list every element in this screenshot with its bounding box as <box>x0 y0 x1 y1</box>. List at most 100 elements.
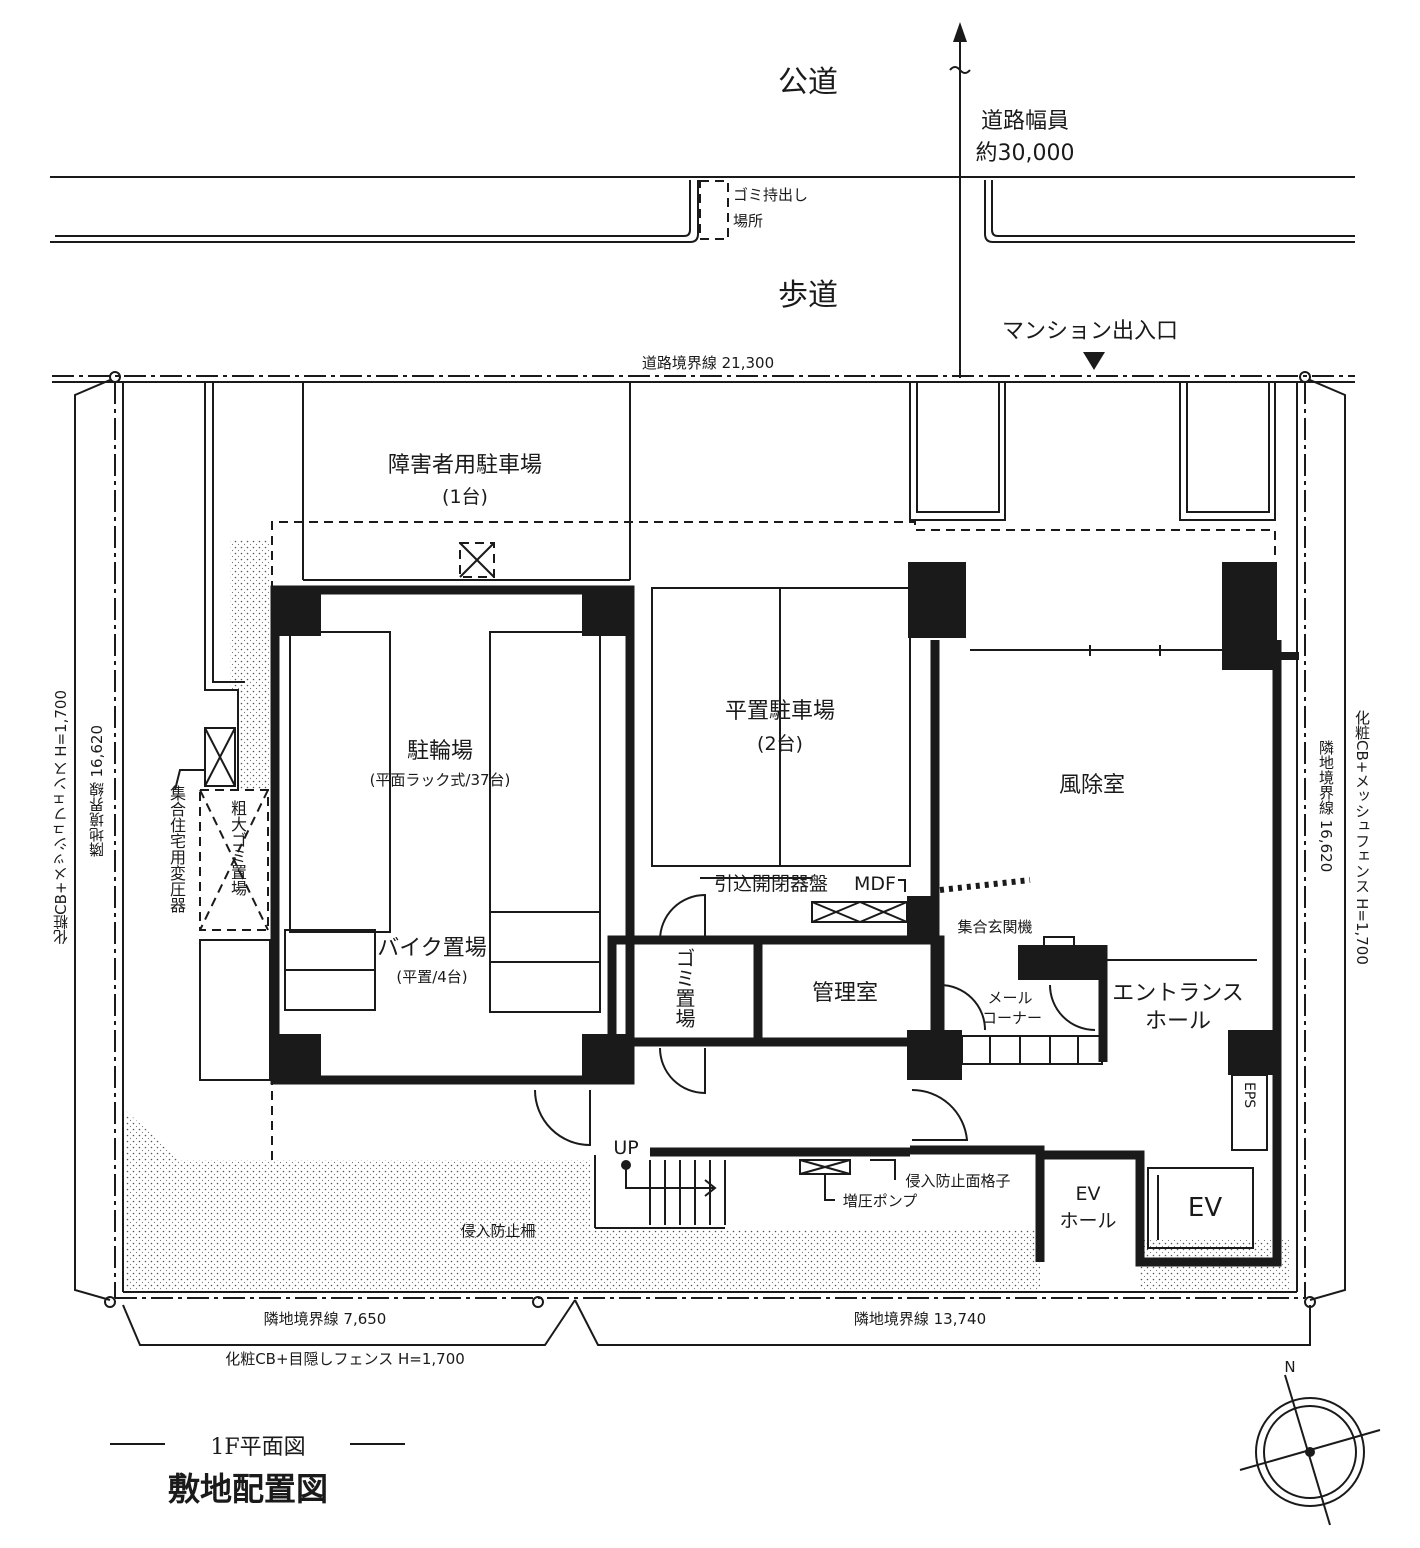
curb-left <box>50 180 699 243</box>
auto-door <box>939 877 1031 893</box>
windbreak-room-label: 風除室 <box>1059 773 1125 798</box>
ev-hall-label-1: EV <box>1075 1183 1100 1205</box>
transformer-box <box>204 727 236 787</box>
left-utility <box>174 727 271 1081</box>
booster-pump-label: 増圧ポンプ <box>843 1192 918 1210</box>
trash-label: ゴミ置場 <box>672 948 696 1028</box>
bulky-trash-box <box>199 789 269 931</box>
planting-bottom <box>125 1110 1040 1290</box>
bike-parking-label: バイク置場 <box>377 936 487 961</box>
bicycle-parking-detail: (平面ラック式/37台) <box>370 771 511 789</box>
bottom-fence-leader-left <box>122 1299 576 1346</box>
left-fence-label: 化粧CB+メッシュフェンス H=1,700 <box>52 690 70 945</box>
left-boundary-label: 隣地境界線 16,620 <box>88 725 106 858</box>
column-marker-cross <box>459 542 495 578</box>
bottom-right-boundary-label: 隣地境界線 13,740 <box>854 1310 986 1328</box>
stall-box <box>1179 381 1276 521</box>
compass-icon <box>1239 1374 1381 1526</box>
right-boundary-label: 隣地境界線 16,620 <box>1317 740 1335 873</box>
mdf-leader <box>898 879 906 892</box>
left-walkway-edge <box>204 382 239 790</box>
eps-label: EPS <box>1241 1082 1257 1109</box>
floor-title: 1F平面図 <box>210 1435 305 1460</box>
bicycle-building-walls <box>270 585 635 1085</box>
bottom-fence-label: 化粧CB+目隠しフェンス H=1,700 <box>225 1350 465 1368</box>
column <box>1222 562 1277 670</box>
curb-left-inner <box>55 180 691 237</box>
bicycle-building <box>270 585 635 1085</box>
ev-hall-label-2: ホール <box>1059 1210 1116 1232</box>
door-swing <box>939 984 986 1031</box>
compass-north-label: N <box>1284 1358 1295 1376</box>
bottom-left-boundary-label: 隣地境界線 7,650 <box>264 1310 387 1328</box>
entrance-hall-label-2: ホール <box>1145 1009 1211 1034</box>
door-swing <box>534 1089 591 1147</box>
column <box>907 1030 962 1080</box>
left-fence-leader <box>74 379 111 1301</box>
break-mark-icon <box>949 66 971 74</box>
boundary-marker <box>532 1296 544 1308</box>
stair <box>621 1160 726 1225</box>
mansion-entrance-label: マンション出入口 <box>1002 319 1178 344</box>
boundary-marker <box>104 1296 116 1308</box>
road-width-value: 約30,000 <box>976 141 1075 166</box>
door-swing <box>911 1088 969 1141</box>
booster-pump-cross <box>799 1159 851 1175</box>
door-swing <box>1049 984 1096 1031</box>
stall-box-inner <box>916 381 1000 513</box>
column <box>908 562 966 638</box>
garbage-pickup-box <box>699 180 729 240</box>
bicycle-parking-label: 駐輪場 <box>407 739 473 764</box>
public-road-label: 公道 <box>778 65 838 100</box>
mdf-label: MDF <box>854 873 896 895</box>
gate-mark <box>1281 652 1299 660</box>
main-title: 敷地配置図 <box>168 1470 328 1508</box>
planting-left-mid <box>238 690 270 790</box>
ev-label: EV <box>1188 1193 1222 1223</box>
stall-box <box>909 381 1006 521</box>
column-marker <box>459 542 495 578</box>
fence-barrier-label: 侵入防止柵 <box>460 1222 535 1240</box>
accessible-parking-count: (1台) <box>442 486 488 508</box>
right-fence-label: 化粧CB+メッシュフェンス H=1,700 <box>1353 710 1371 965</box>
service-wing-walls <box>607 935 945 1047</box>
mailbox-row <box>961 1035 1103 1065</box>
ev-box <box>1147 1167 1254 1249</box>
bike-parking-detail: (平置/4台) <box>396 968 467 986</box>
booster-pump-leader <box>824 1174 835 1201</box>
flat-parking-label: 平置駐車場 <box>725 699 835 724</box>
main-building <box>534 562 1299 1267</box>
switchgear-label: 引込開閉器盤 <box>714 873 828 895</box>
flat-parking-count: (2台) <box>757 733 803 755</box>
arrow-up-icon <box>953 22 967 42</box>
bulky-trash-label: 粗大ゴミ置場 <box>228 800 247 896</box>
planting-left-upper <box>230 540 270 690</box>
mail-corner-label-2: コーナー <box>982 1009 1042 1027</box>
column <box>907 896 937 940</box>
wall-south <box>910 1145 1045 1262</box>
sidewalk-label: 歩道 <box>778 278 838 313</box>
intercom-wall <box>1018 945 1103 980</box>
eps-box <box>1231 1074 1268 1151</box>
bulky-trash-cross <box>199 789 269 931</box>
switchgear-box <box>811 901 908 923</box>
door-swing <box>659 1047 706 1095</box>
canopy-outline <box>271 521 1276 1160</box>
door-swing <box>659 893 706 941</box>
transformer-cross <box>204 727 236 787</box>
right-fence-leader <box>1309 379 1346 1301</box>
transformer-leader <box>174 769 205 791</box>
garbage-pickup-label-2: 場所 <box>733 212 763 230</box>
intercom-box <box>1043 936 1075 947</box>
road-boundary-label: 道路境界線 21,300 <box>642 354 774 372</box>
management-room-label: 管理室 <box>812 981 878 1006</box>
accessible-parking-label: 障害者用駐車場 <box>388 453 542 478</box>
transformer-label: 集合住宅用変圧器 <box>167 785 186 913</box>
window-grille-label: 侵入防止面格子 <box>905 1172 1010 1190</box>
bottom-fence-leader-right <box>574 1299 1311 1346</box>
switchgear-cross <box>811 901 861 923</box>
curb-right-inner <box>991 180 1355 237</box>
bicycle-rack <box>289 631 391 933</box>
column <box>271 586 321 636</box>
